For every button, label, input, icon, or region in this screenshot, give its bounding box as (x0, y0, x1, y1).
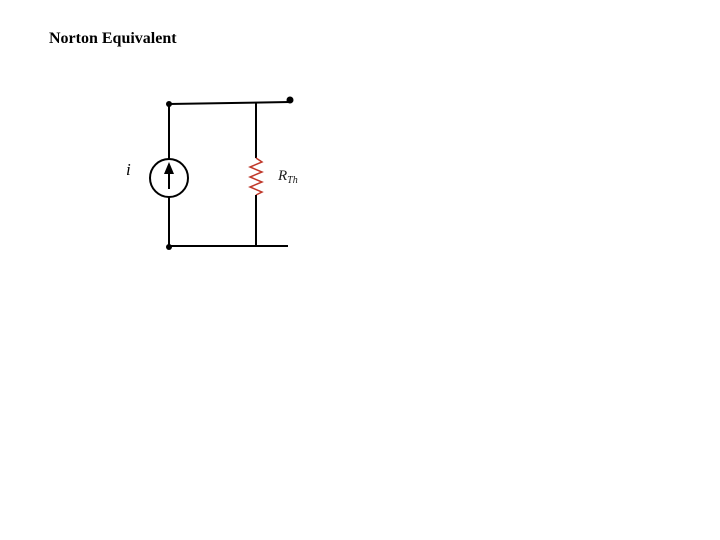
current-source-arrow-head-icon (164, 162, 174, 174)
slide-title: Norton Equivalent (49, 30, 177, 47)
resistor-label-subscript: Th (287, 175, 298, 186)
top-wire (168, 101, 291, 105)
resistor-label-main: R (278, 168, 288, 184)
resistor-icon (248, 157, 264, 196)
top-terminal-node-icon (286, 96, 294, 104)
top-left-node-icon (166, 101, 172, 107)
bottom-left-node-icon (166, 244, 172, 250)
source-label: i (126, 160, 131, 179)
resistor-label: RTh (278, 168, 298, 186)
